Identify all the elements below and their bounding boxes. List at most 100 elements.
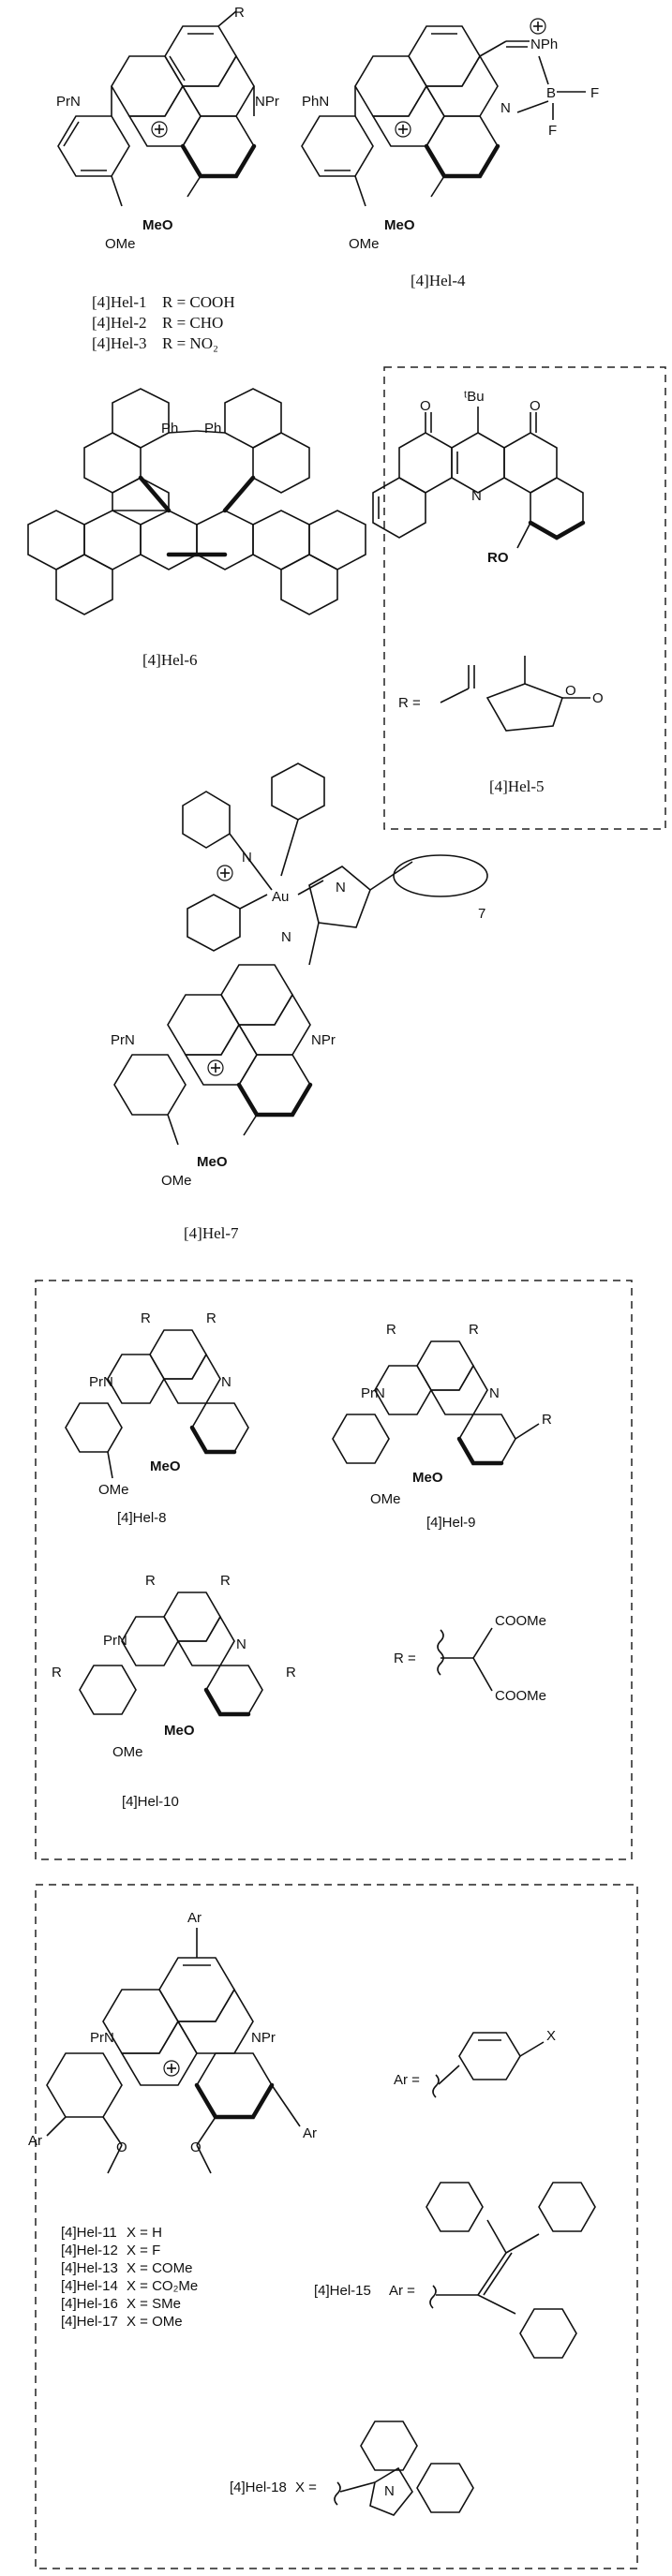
aryl-right-label: Ar <box>303 2125 317 2141</box>
methoxy-label: OMe <box>105 236 136 252</box>
r-substituent-3: R <box>52 1665 62 1680</box>
structure-hel-4: PhN N NPh B F F MeO OMe [4]Hel-4 <box>301 18 599 289</box>
n-phenyl-nitrogen: PhN <box>302 94 329 110</box>
variant-definition: X = H <box>127 2225 162 2241</box>
variant-name: [4]Hel-12 <box>61 2243 118 2258</box>
methoxy-label: OMe <box>161 1173 192 1189</box>
n-propyl-nitrogen-right: NPr <box>255 94 279 110</box>
hel-11-17-variant-list: [4]Hel-11 X = H [4]Hel-12 X = F [4]Hel-1… <box>61 2225 198 2330</box>
structure-hel-9: R R R PrN N MeO OMe [4]Hel-9 <box>332 1322 552 1531</box>
lactone-oxygen: O <box>565 683 576 699</box>
variant-definition: X = COMe <box>127 2260 192 2276</box>
methoxy-bold-label: MeO <box>142 217 173 233</box>
ring-nitrogen: N <box>221 1374 231 1390</box>
variant-name: [4]Hel-14 <box>61 2278 118 2294</box>
r-substituent-1: R <box>145 1573 156 1589</box>
central-nitrogen: N <box>471 488 482 504</box>
r-definition: R = <box>398 695 421 711</box>
boron-atom: B <box>546 85 556 101</box>
r-substituent-2: R <box>469 1322 479 1338</box>
methoxy-bold-label: MeO <box>150 1458 181 1474</box>
structure-hel-5: ᵗBu O O N RO R = O O [4]Hel-5 <box>372 389 604 795</box>
compound-label: [4]Hel-7 <box>184 1224 239 1242</box>
ether-oxygen-2: O <box>190 2139 202 2155</box>
ar-definition: Ar = <box>389 2283 415 2299</box>
ring-repeat-count: 7 <box>478 906 485 922</box>
variant-definition: R = NO₂ <box>162 334 218 352</box>
imine-nph: NPh <box>530 37 558 52</box>
compound-label: [4]Hel-15 <box>314 2283 371 2299</box>
r-substituent-2: R <box>206 1310 217 1326</box>
methoxy-label: OMe <box>370 1491 401 1507</box>
ro-label: RO <box>487 550 509 566</box>
x-definition: X = <box>295 2480 317 2495</box>
variant-name: [4]Hel-16 <box>61 2296 118 2312</box>
phenyl-label-2: Ph <box>204 421 221 437</box>
methoxy-bold-label: MeO <box>384 217 415 233</box>
hel-5-dashed-box <box>383 366 666 830</box>
hel-8-10-dashed-box <box>35 1280 633 1860</box>
r-substituent-1: R <box>386 1322 396 1338</box>
variant-definition: R = COOH <box>162 293 235 311</box>
ring-nitrogen: N <box>489 1385 500 1401</box>
compound-label: [4]Hel-4 <box>411 272 466 289</box>
compound-label: [4]Hel-10 <box>122 1794 179 1810</box>
r-substituent-4: R <box>286 1665 296 1680</box>
compound-label: [4]Hel-9 <box>426 1515 476 1531</box>
variant-name: [4]Hel-1 <box>92 293 147 311</box>
ether-oxygen-1: O <box>116 2139 127 2155</box>
fluorine-1: F <box>590 85 599 101</box>
variant-definition: X = OMe <box>127 2314 183 2330</box>
tert-butyl-label: ᵗBu <box>464 389 485 405</box>
variant-name: [4]Hel-2 <box>92 314 147 332</box>
fluorine-2: F <box>548 123 557 139</box>
compound-label: [4]Hel-8 <box>117 1510 167 1526</box>
ester-group-1: COOMe <box>495 1613 546 1629</box>
methoxy-label: OMe <box>349 236 380 252</box>
compound-label: [4]Hel-5 <box>489 777 545 795</box>
aryl-top-label: Ar <box>187 1910 202 1926</box>
aryl-left-label: Ar <box>28 2133 42 2149</box>
r-substituent-3: R <box>542 1412 552 1428</box>
substituent-r-label: R <box>234 5 245 21</box>
structure-hel-10: R R R R PrN N MeO OMe [4]Hel-10 R = COOM… <box>52 1573 546 1810</box>
hel-15-definition: [4]Hel-15 Ar = <box>314 2182 596 2359</box>
n-propyl-nitrogen: PrN <box>89 1374 113 1390</box>
methoxy-label: OMe <box>98 1482 129 1498</box>
methoxy-label: OMe <box>112 1744 143 1760</box>
gold-atom: Au <box>272 889 289 905</box>
n-propyl-nitrogen-right: NPr <box>311 1032 336 1048</box>
carbonyl-oxygen-1: O <box>420 398 431 414</box>
compound-label: [4]Hel-18 <box>230 2480 287 2495</box>
imidazole-nitrogen-1: N <box>336 880 346 896</box>
structure-hel-11: Ar PrN NPr Ar Ar O O <box>28 1910 317 2174</box>
r-definition: R = <box>394 1651 416 1666</box>
methoxy-bold-label: MeO <box>197 1154 228 1170</box>
lactone-carbonyl-oxygen: O <box>592 690 604 706</box>
n-propyl-nitrogen-right: NPr <box>251 2030 276 2046</box>
ring-nitrogen: N <box>500 100 511 116</box>
variant-name: [4]Hel-13 <box>61 2260 118 2276</box>
n-propyl-nitrogen-left: PrN <box>56 94 81 110</box>
structure-hel-1-3: R PrN NPr MeO OMe <box>56 5 279 252</box>
r-substituent-2: R <box>220 1573 231 1589</box>
n-propyl-nitrogen-left: PrN <box>90 2030 114 2046</box>
ring-nitrogen: N <box>236 1636 246 1652</box>
imidazole-nitrogen-2: N <box>281 929 291 945</box>
r-substituent-1: R <box>141 1310 151 1326</box>
carbonyl-oxygen-2: O <box>530 398 541 414</box>
pyridine-nitrogen: N <box>242 850 252 866</box>
methoxy-bold-label: MeO <box>412 1470 443 1486</box>
compound-label: [4]Hel-6 <box>142 651 198 669</box>
variant-definition: X = F <box>127 2243 160 2258</box>
methoxy-bold-label: MeO <box>164 1723 195 1739</box>
carbazole-nitrogen: N <box>384 2483 395 2499</box>
x-substituent-label: X <box>546 2028 556 2044</box>
structure-hel-7: N Au N N 7 PrN NPr MeO OMe [4]Hel-7 <box>111 762 488 1242</box>
aryl-definition: Ar = X <box>394 2028 556 2098</box>
hel-18-definition: [4]Hel-18 X = N <box>230 2421 474 2516</box>
n-propyl-nitrogen: PrN <box>361 1385 385 1401</box>
structure-hel-6: Ph Ph [4]Hel-6 <box>27 388 366 669</box>
variant-name: [4]Hel-17 <box>61 2314 118 2330</box>
